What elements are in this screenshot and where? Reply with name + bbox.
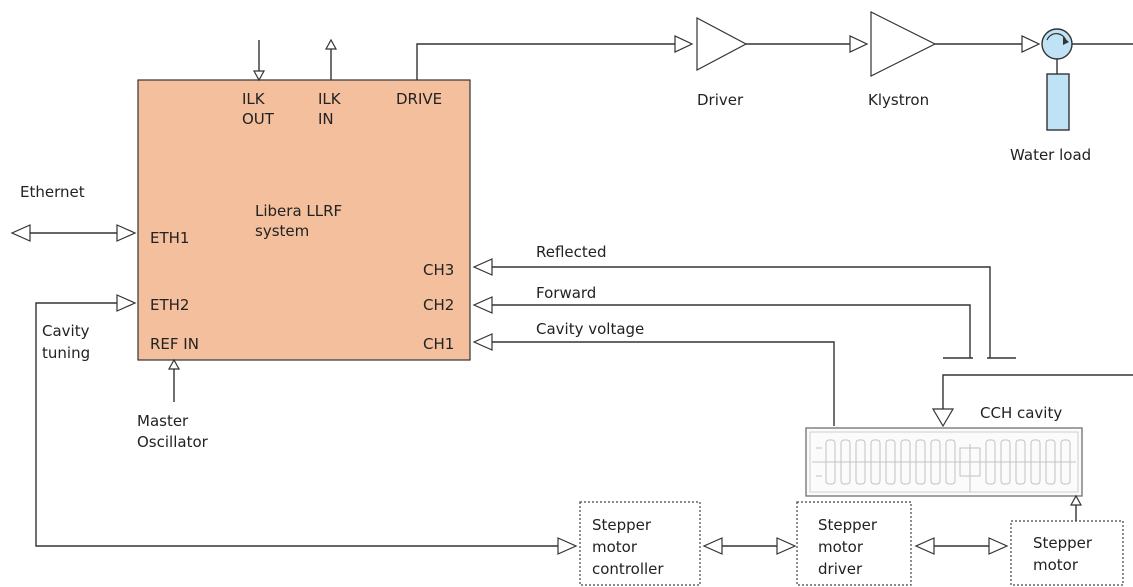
eth1-port-label: ETH1 xyxy=(150,229,189,247)
cavity-input-arrow-icon xyxy=(931,408,955,428)
driver-amplifier-icon xyxy=(696,17,748,71)
master-osc-label-1: Master xyxy=(137,412,189,430)
eth2-port-label: ETH2 xyxy=(150,296,189,314)
stepper-motor-driver-box xyxy=(796,501,912,586)
water-load-label: Water load xyxy=(1010,146,1091,164)
stepper-motor-box xyxy=(1010,520,1124,586)
cch-cavity-icon xyxy=(805,427,1083,497)
stepper-motor-label-1: Stepper xyxy=(1033,534,1093,552)
cavity-tuning-wire xyxy=(35,302,558,547)
stepper-driver-label-1: Stepper xyxy=(818,516,878,534)
libera-llrf-system-box xyxy=(137,79,471,361)
system-name-line-2: system xyxy=(255,222,309,240)
circulator-input-arrow-icon xyxy=(1021,35,1041,53)
ilk-in-label-2: IN xyxy=(318,110,334,128)
forward-label: Forward xyxy=(536,284,596,302)
ilk-in-label-1: ILK xyxy=(318,90,342,108)
circulator-arrowhead-icon xyxy=(1063,37,1069,45)
ch2-input-arrow-icon xyxy=(472,296,493,314)
drive-port-label: DRIVE xyxy=(396,90,442,108)
stepper-motor-label-2: motor xyxy=(1033,556,1079,574)
ch3-input-arrow-icon xyxy=(472,258,493,276)
controller-input-arrow-icon xyxy=(557,537,578,555)
stepper-driver-label-2: motor xyxy=(818,538,864,556)
forward-wire xyxy=(492,304,971,358)
ilk-out-label-1: ILK xyxy=(242,90,266,108)
klystron-amplifier-icon xyxy=(870,11,937,77)
ilk-out-label-2: OUT xyxy=(242,110,275,128)
cavity-tuning-label-2: tuning xyxy=(42,344,90,362)
ilk-out-arrow-icon xyxy=(252,70,266,82)
reflected-wire xyxy=(492,266,991,358)
driver-out-arrow-icon xyxy=(914,537,935,555)
ch1-port-label: CH1 xyxy=(423,335,454,353)
ref-in-port-label: REF IN xyxy=(150,335,199,353)
circulator-arrow-icon xyxy=(1046,32,1067,42)
drive-wire xyxy=(416,43,675,80)
ref-in-arrow-icon xyxy=(167,358,181,370)
ch3-port-label: CH3 xyxy=(423,261,454,279)
driver-label: Driver xyxy=(697,91,744,109)
ethernet-label: Ethernet xyxy=(20,183,85,201)
klystron-input-arrow-icon xyxy=(849,35,869,53)
driver-side-arrow-icon xyxy=(776,537,797,555)
reflected-label: Reflected xyxy=(536,243,607,261)
cavity-tuning-label-1: Cavity xyxy=(42,322,90,340)
eth1-input-arrow-icon xyxy=(116,224,137,242)
water-load-icon xyxy=(1046,73,1070,131)
system-name-line-1: Libera LLRF xyxy=(255,202,342,220)
ch1-input-arrow-icon xyxy=(472,333,493,351)
ch2-port-label: CH2 xyxy=(423,296,454,314)
cavity-tuner-arrow-icon xyxy=(1069,494,1083,506)
controller-label-1: Stepper xyxy=(592,516,652,534)
cavity-voltage-label: Cavity voltage xyxy=(536,320,644,338)
ilk-in-arrow-icon xyxy=(324,38,338,50)
stepper-driver-label-3: driver xyxy=(818,560,863,578)
driver-input-arrow-icon xyxy=(674,35,694,53)
master-osc-label-2: Oscillator xyxy=(137,433,209,451)
eth2-input-arrow-icon xyxy=(116,294,137,312)
motor-in-arrow-icon xyxy=(988,537,1009,555)
stepper-motor-controller-box xyxy=(579,501,701,586)
controller-label-2: motor xyxy=(592,538,638,556)
controller-side-arrow-icon xyxy=(702,537,723,555)
cavity-voltage-wire xyxy=(492,341,835,426)
cch-cavity-label: CCH cavity xyxy=(980,404,1062,422)
cavity-feed-wire xyxy=(942,374,1133,409)
ethernet-left-arrow-icon xyxy=(10,224,31,242)
klystron-label: Klystron xyxy=(868,91,929,109)
controller-label-3: controller xyxy=(592,560,664,578)
